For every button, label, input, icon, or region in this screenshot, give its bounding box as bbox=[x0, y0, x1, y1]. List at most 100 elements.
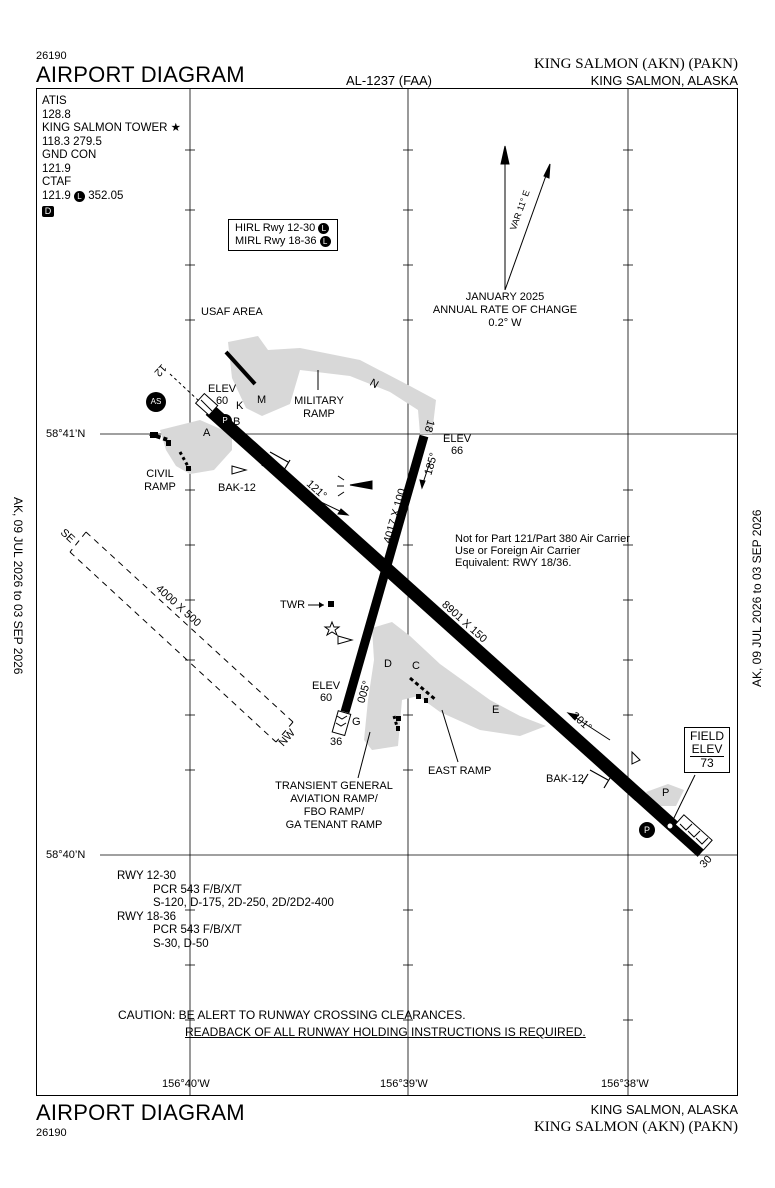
d-atis-badge: D bbox=[42, 206, 54, 217]
freq-atis-label: ATIS bbox=[42, 95, 67, 107]
airport-name: KING SALMON (AKN) (PAKN) bbox=[533, 56, 738, 72]
taxiway-k-label: K bbox=[236, 400, 244, 412]
part-121-line2: Use or Foreign Air Carrier bbox=[455, 545, 581, 557]
civil-ramp-label: CIVIL RAMP bbox=[135, 468, 185, 494]
mirl-badge-icon: L bbox=[319, 236, 331, 247]
taxiway-e-label: E bbox=[492, 704, 500, 716]
transient-line4: GA TENANT RAMP bbox=[285, 819, 383, 831]
lon-left-label: 156°40’W bbox=[162, 1078, 210, 1090]
procedure-number: 26190 bbox=[36, 50, 67, 62]
freq-atis: 128.8 bbox=[42, 108, 71, 121]
field-elev-line1: FIELD bbox=[690, 729, 725, 743]
taxiway-c-label: C bbox=[412, 660, 420, 672]
caution-line2: READBACK OF ALL RUNWAY HOLDING INSTRUCTI… bbox=[185, 1025, 586, 1039]
footer-location: KING SALMON, ALASKA bbox=[590, 1102, 738, 1117]
freq-ctaf-label: CTAF bbox=[42, 176, 72, 188]
runway-18-36 bbox=[340, 434, 429, 714]
field-elev-pointer bbox=[666, 774, 696, 830]
asos-badge-icon: AS bbox=[146, 392, 166, 412]
diagram-frame bbox=[36, 88, 738, 1096]
runway-pcr-notes: RWY 12-30 PCR 543 F/B/X/T S-120, D-175, … bbox=[117, 870, 334, 951]
tower-icon bbox=[308, 601, 334, 608]
rwy36-end-label: 36 bbox=[330, 736, 343, 748]
airport-beacon-star-icon bbox=[323, 620, 341, 637]
note-rwy12-30-strength: S-120, D-175, 2D-250, 2D/2D2-400 bbox=[153, 897, 334, 909]
rwy18-elev-label: ELEV bbox=[443, 433, 472, 445]
note-rwy12-30: RWY 12-30 bbox=[117, 870, 177, 882]
note-rwy18-36-pcr: PCR 543 F/B/X/T bbox=[153, 924, 242, 936]
part-121-line3: Equivalent: RWY 18/36. bbox=[455, 557, 572, 569]
freq-ctaf-uhf: 352.05 bbox=[88, 189, 124, 202]
civil-ramp-line2: RAMP bbox=[144, 481, 176, 493]
rwy12-elev: ELEV 60 bbox=[208, 383, 236, 407]
parking-badge-icon: P bbox=[639, 822, 655, 838]
north-arrow bbox=[500, 145, 551, 291]
wind-cone-icon bbox=[231, 465, 641, 765]
taxiway-a-label: A bbox=[203, 427, 211, 439]
beacon-icon bbox=[337, 475, 373, 497]
rwy36-elev: ELEV 60 bbox=[312, 680, 340, 704]
transient-line3: FBO RAMP/ bbox=[303, 806, 365, 818]
transient-ramp-label: TRANSIENT GENERAL AVIATION RAMP/ FBO RAM… bbox=[272, 780, 396, 832]
taxiway-p-label: P bbox=[662, 787, 670, 799]
field-elev-line2: ELEV bbox=[691, 742, 723, 756]
ramp-p bbox=[646, 784, 684, 806]
mirl-label: MIRL Rwy 18-36 bbox=[235, 235, 317, 247]
east-ramp-label: EAST RAMP bbox=[428, 765, 492, 777]
var-rate-label: ANNUAL RATE OF CHANGE bbox=[432, 304, 578, 316]
part-121-line1: Not for Part 121/Part 380 Air Carrier bbox=[455, 533, 630, 545]
twr-label: TWR bbox=[280, 599, 306, 611]
military-ramp-line1: MILITARY bbox=[294, 395, 344, 407]
callout-lines bbox=[317, 370, 459, 779]
part-121-note: Not for Part 121/Part 380 Air Carrier Us… bbox=[455, 533, 630, 569]
rwy18-elev: ELEV 66 bbox=[443, 433, 471, 457]
military-ramp bbox=[228, 336, 436, 434]
runway-se-nw bbox=[69, 531, 294, 743]
footer-airport-name: KING SALMON (AKN) (PAKN) bbox=[533, 1119, 738, 1135]
footer-title: AIRPORT DIAGRAM bbox=[36, 1100, 245, 1125]
rwy18-elev-value: 66 bbox=[450, 445, 464, 457]
lon-mid-label: 156°39’W bbox=[380, 1078, 428, 1090]
bak12-left-label: BAK-12 bbox=[218, 482, 256, 494]
military-ramp-label: MILITARY RAMP bbox=[290, 395, 348, 421]
airport-location: KING SALMON, ALASKA bbox=[590, 73, 738, 88]
freq-gnd-label: GND CON bbox=[42, 149, 97, 161]
heading-arrows bbox=[299, 461, 611, 741]
lighting-box: HIRL Rwy 12-30 L MIRL Rwy 18-36 L bbox=[228, 219, 338, 251]
lat-south-label: 58°40’N bbox=[46, 849, 86, 861]
grid-ticks bbox=[185, 149, 633, 1021]
east-transient-ramp bbox=[364, 622, 546, 750]
note-rwy18-36-strength: S-30, D-50 bbox=[153, 937, 209, 950]
lon-right-label: 156°38’W bbox=[601, 1078, 649, 1090]
runway-12-30 bbox=[205, 405, 707, 857]
lat-north-label: 58°41’N bbox=[46, 428, 86, 440]
lighting-badge-icon: L bbox=[73, 190, 85, 202]
transient-line2: AVIATION RAMP/ bbox=[290, 793, 378, 805]
note-rwy18-36: RWY 18-36 bbox=[117, 910, 177, 923]
freq-ctaf: 121.9 bbox=[42, 189, 71, 202]
threshold-hatch-12 bbox=[194, 392, 219, 416]
chart-id: AL-1237 (FAA) bbox=[346, 73, 432, 88]
field-elev-value: 73 bbox=[690, 756, 725, 770]
usaf-area-line bbox=[224, 350, 257, 386]
hirl-label: HIRL Rwy 12-30 bbox=[235, 222, 316, 234]
hirl-badge-icon: L bbox=[318, 223, 330, 234]
usaf-area-label: USAF AREA bbox=[201, 306, 263, 318]
freq-tower: 118.3 279.5 bbox=[42, 135, 102, 148]
taxiway-b-label: B bbox=[233, 416, 241, 428]
rwy12-elev-label: ELEV bbox=[208, 383, 237, 395]
taxiway-d-label: D bbox=[384, 658, 392, 670]
bak12-right-label: BAK-12 bbox=[546, 773, 584, 785]
civil-ramp-line1: CIVIL bbox=[146, 468, 174, 480]
rwy12-elev-value: 60 bbox=[215, 395, 229, 407]
var-rate: 0.2° W bbox=[488, 317, 522, 329]
field-elev-box: FIELD ELEV 73 bbox=[684, 727, 731, 773]
freq-tower-label: KING SALMON TOWER ★ bbox=[42, 122, 181, 134]
footer-procedure-number: 26190 bbox=[36, 1127, 67, 1139]
buildings bbox=[150, 432, 428, 731]
ramps bbox=[160, 336, 684, 806]
page-title: AIRPORT DIAGRAM bbox=[36, 62, 245, 87]
frequency-list: ATIS 128.8 KING SALMON TOWER ★ 118.3 279… bbox=[42, 95, 181, 219]
bak-12-marks bbox=[261, 451, 611, 789]
